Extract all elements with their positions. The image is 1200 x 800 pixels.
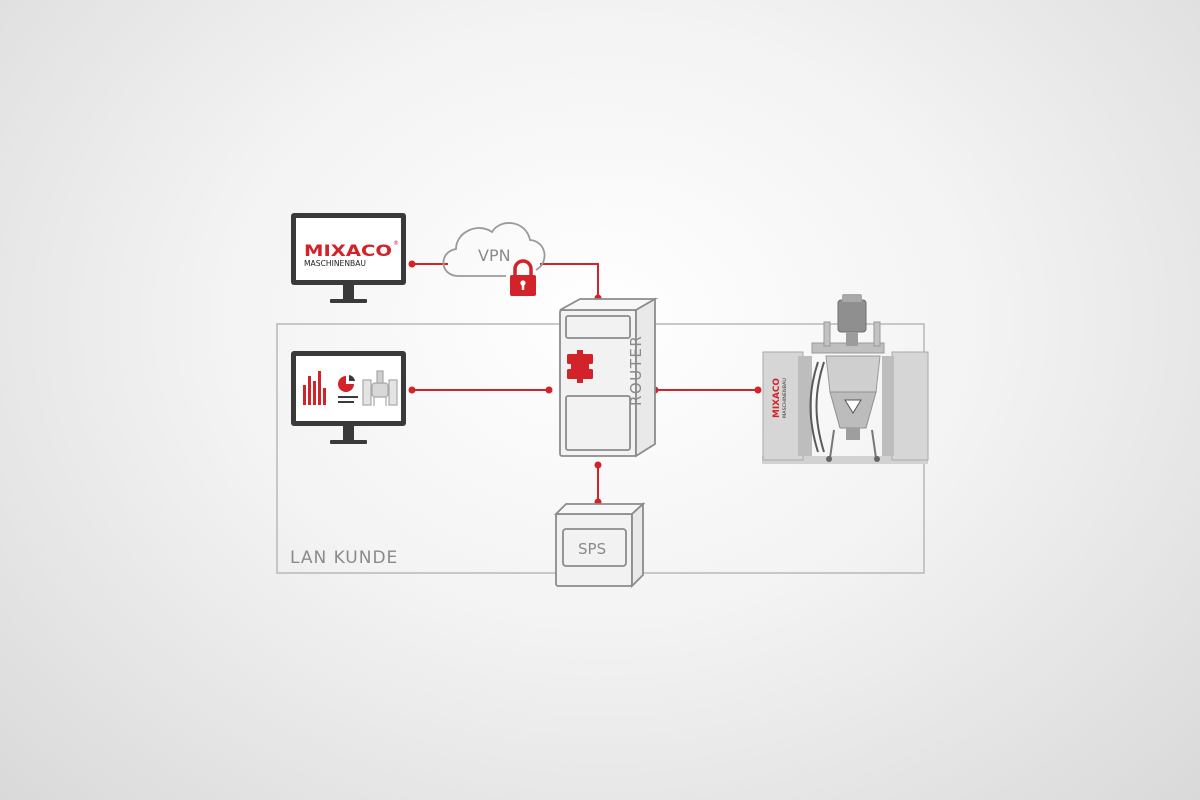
machine-thumbnail-icon [362,370,398,406]
monitor-base [330,440,367,444]
sps-side-face [631,501,644,589]
cloud-icon [442,222,546,277]
vpn-to-router-line [540,263,599,298]
machine-motor-cap [842,294,862,302]
vpn-label: VPN [478,246,511,265]
dot [545,386,553,394]
monitor-neck [343,426,354,441]
mixaco-reg-mark: ® [393,240,399,247]
router-body [559,309,637,457]
router: ROUTER [559,297,659,458]
dot [754,386,762,394]
bar-chart-icon [303,371,326,405]
monitor-neck [343,285,354,300]
dot [594,461,602,469]
router-logo-icon [567,350,593,383]
machine-container-outlet [846,428,860,440]
machine-wheels [826,456,880,462]
machine-right-column-inner [882,356,894,456]
machine-cable-chain [809,361,825,453]
machine-mixaco-logo: MIXACO MASCHINENBAU [772,378,788,418]
machine-motor [837,299,867,333]
machine-logo-text: MIXACO [772,378,782,418]
mixaco-logo-text: MIXACO [304,241,392,260]
monitor-screen [296,218,401,280]
remote-monitor: MIXACO ® MASCHINENBAU [291,213,406,303]
sps-screen [562,528,627,567]
monitor-base [330,299,367,303]
machine-base-floor [762,456,928,464]
machine-left-column-inner [798,356,812,456]
mixer-machine: MIXACO MASCHINENBAU [762,294,929,464]
lock-icon [510,259,536,296]
sps-label: SPS [578,540,606,558]
dot [408,386,416,394]
router-panel-bottom [565,395,631,451]
router-side-face [635,297,656,458]
dot [408,260,416,268]
machine-shaft [846,332,858,346]
machine-cylinders [823,321,881,347]
machine-mixing-head [825,355,881,393]
analytics-monitor [291,351,406,444]
lan-label: LAN KUNDE [290,548,398,568]
vpn-cloud: VPN [442,222,546,296]
mixaco-logo-subtext: MASCHINENBAU [304,259,366,268]
machine-legs [829,429,877,459]
router-label: ROUTER [627,335,645,406]
pie-chart-icon [338,375,355,392]
machine-right-column [891,351,929,461]
text-lines-icon [338,396,358,403]
sps-top-face [553,503,646,515]
connections [412,263,758,502]
router-panel-top [565,315,631,339]
machine-logo-subtext: MASCHINENBAU [782,378,788,418]
machine-valve-symbol [844,399,862,414]
sps-device: SPS [553,501,646,589]
